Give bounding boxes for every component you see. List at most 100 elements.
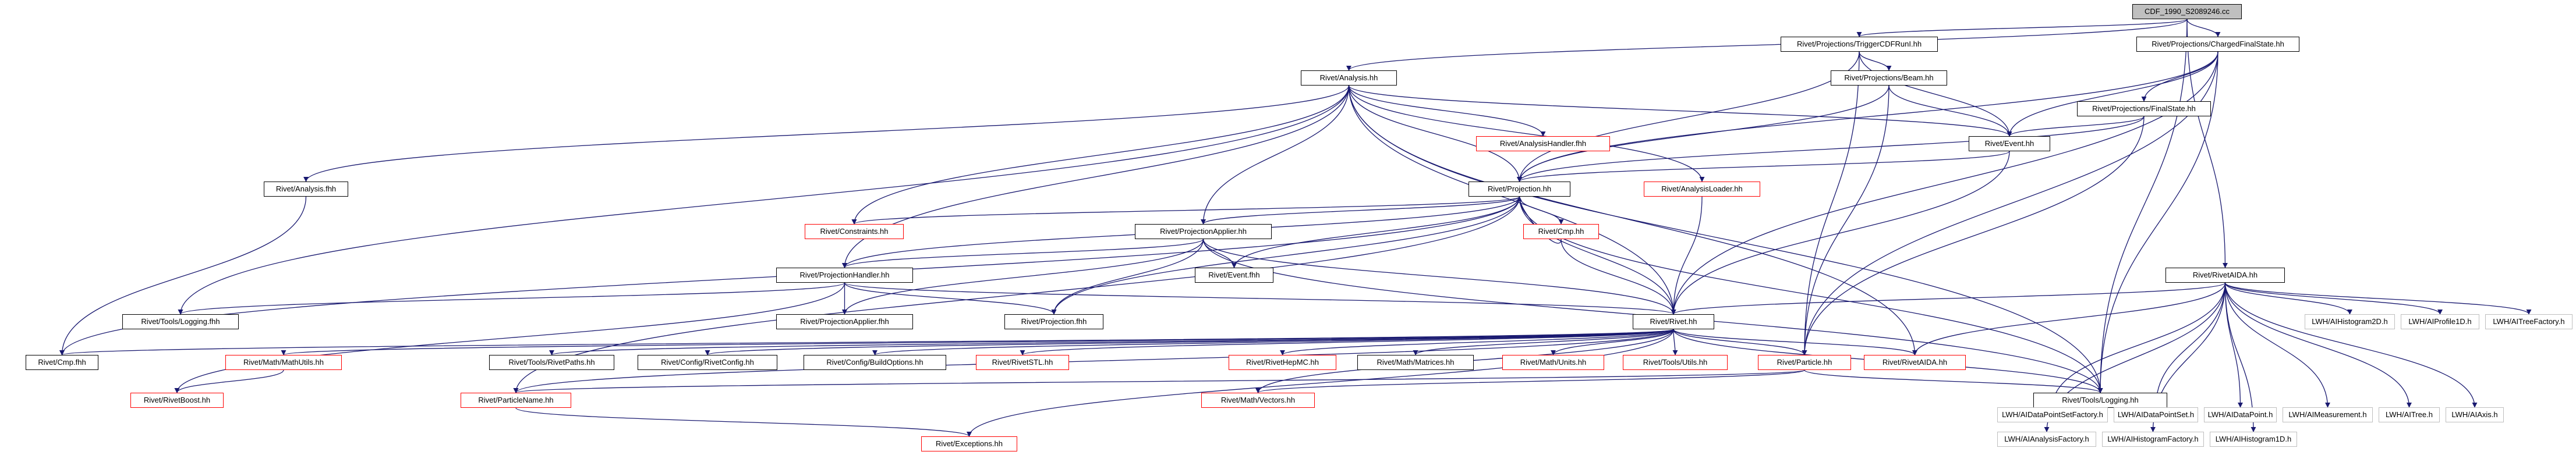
node-riveboost[interactable]: Rivet/RivetBoost.hh [130, 393, 224, 408]
node-exceptions[interactable]: Rivet/Exceptions.hh [921, 436, 1017, 451]
edge-trigger-to-beam [1859, 51, 1892, 71]
node-toolslogfhh[interactable]: Rivet/Tools/Logging.fhh [122, 314, 239, 329]
node-finalstate[interactable]: Rivet/Projections/FinalState.hh [2077, 101, 2211, 116]
node-aloader[interactable]: Rivet/AnalysisLoader.hh [1644, 182, 1760, 197]
node-matrices[interactable]: Rivet/Math/Matrices.hh [1357, 355, 1474, 370]
edge-rivetaidacc-to-lwh_treefactory [2224, 282, 2532, 315]
edge-particle-to-vectors [1255, 369, 1805, 393]
node-lwh-treefactory[interactable]: LWH/AITreeFactory.h [2485, 314, 2573, 329]
edge-analysis-to-rivet [1348, 85, 1676, 315]
node-rivet[interactable]: Rivet/Rivet.hh [1633, 314, 1714, 329]
node-lwh-dpsfactory[interactable]: LWH/AIDataPointSetFactory.h [1997, 407, 2108, 422]
edge-root-to-trigger [1856, 19, 2188, 37]
node-rivetpaths[interactable]: Rivet/Tools/RivetPaths.hh [489, 355, 614, 370]
node-chfs[interactable]: Rivet/Projections/ChargedFinalState.hh [2136, 37, 2299, 52]
node-mathutils[interactable]: Rivet/Math/MathUtils.hh [225, 355, 342, 370]
node-constraints[interactable]: Rivet/Constraints.hh [805, 224, 904, 239]
edge-analysis-to-event [1348, 85, 2012, 137]
node-rivetconfig[interactable]: Rivet/Config/RivetConfig.hh [638, 355, 777, 370]
edge-papplier-to-projfhh [1051, 239, 1204, 315]
node-phandler[interactable]: Rivet/ProjectionHandler.hh [776, 268, 913, 283]
node-toolsutils[interactable]: Rivet/Tools/Utils.hh [1623, 355, 1728, 370]
edge-rivetaidacc-to-lwh_h1d [2224, 282, 2256, 432]
edge-rivetaidacc-to-lwh_dps [2153, 282, 2226, 408]
edge-projection-to-papplier [1201, 196, 1520, 225]
node-lwh-dps[interactable]: LWH/AIDataPointSet.h [2114, 407, 2198, 422]
edge-finalstate-to-particle [1802, 116, 2145, 355]
node-lwh-dp[interactable]: LWH/AIDataPoint.h [2204, 407, 2277, 422]
node-rivetstl[interactable]: Rivet/RivetSTL.hh [976, 355, 1069, 370]
edge-analysis-to-ahandlerfhh [1348, 85, 1546, 137]
node-trigger[interactable]: Rivet/Projections/TriggerCDFRunI.hh [1781, 37, 1938, 52]
edge-analysis-to-projection [1348, 85, 1523, 182]
edge-papplier-to-pappfhh [842, 239, 1204, 315]
node-event[interactable]: Rivet/Event.hh [1969, 136, 2050, 151]
edge-rivet-to-particle [1673, 329, 1807, 355]
node-rivetaidahh[interactable]: Rivet/RivetAIDA.hh [1864, 355, 1966, 370]
edge-finalstate-to-projection [1517, 116, 2145, 182]
edge-projection-to-constraints [851, 196, 1520, 225]
node-units[interactable]: Rivet/Math/Units.hh [1502, 355, 1604, 370]
node-lwh-p1d[interactable]: LWH/AIProfile1D.h [2401, 314, 2479, 329]
edge-root-to-rivetaidacc [2186, 19, 2228, 268]
node-cmp[interactable]: Rivet/Cmp.hh [1523, 224, 1599, 239]
node-cmpfhh[interactable]: Rivet/Cmp.fhh [26, 355, 98, 370]
node-buildopts[interactable]: Rivet/Config/BuildOptions.hh [804, 355, 946, 370]
node-rivethepmc[interactable]: Rivet/RivetHepMC.hh [1229, 355, 1336, 370]
node-lwh-afactory[interactable]: LWH/AIAnalysisFactory.h [1997, 432, 2096, 447]
node-lwh-tree[interactable]: LWH/AITree.h [2379, 407, 2440, 422]
edge-phandler-to-riveboost [174, 282, 845, 393]
node-beam[interactable]: Rivet/Projections/Beam.hh [1831, 70, 1947, 86]
node-analysisfhh[interactable]: Rivet/Analysis.fhh [264, 182, 348, 197]
edge-rivetaidacc-to-lwh_meas [2224, 282, 2331, 408]
node-projfhh[interactable]: Rivet/Projection.fhh [1004, 314, 1103, 329]
edge-root-to-logging [2097, 19, 2188, 393]
edge-rivetaidacc-to-lwh_dpsfactory [2050, 282, 2226, 408]
edge-analysisfhh-to-cmpfhh [59, 196, 307, 355]
node-rivetaidacc[interactable]: Rivet/RivetAIDA.hh [2165, 268, 2285, 283]
node-lwh-hfactory[interactable]: LWH/AIHistogramFactory.h [2102, 432, 2204, 447]
edge-cmp-to-rivet [1561, 239, 1676, 315]
edge-rivet-to-rivetconfig [705, 329, 1674, 355]
edge-rivet-to-buildopts [872, 329, 1674, 355]
node-particle[interactable]: Rivet/Particle.hh [1758, 355, 1851, 370]
node-projection[interactable]: Rivet/Projection.hh [1469, 182, 1570, 197]
edge-rivet-to-rivetpaths [549, 329, 1674, 355]
edge-rivet-to-exceptions [967, 329, 1674, 437]
edge-rivetaidacc-to-rivet [1671, 282, 2226, 315]
edge-analysis-to-papplier [1200, 85, 1350, 225]
edge-projection-to-particlename [513, 196, 1520, 393]
edge-phandler-to-projfhh [844, 282, 1057, 315]
edge-projection-to-rivet [1519, 196, 1676, 315]
edge-papplier-to-phandler [842, 239, 1204, 268]
node-root[interactable]: CDF_1990_S2089246.cc [2132, 4, 2242, 19]
edge-rivetaidacc-to-lwh_tree [2224, 282, 2412, 408]
edge-analysis-to-aloader [1348, 85, 1705, 182]
edge-analysis-to-analysisfhh [303, 85, 1350, 182]
node-logging[interactable]: Rivet/Tools/Logging.hh [2033, 393, 2167, 408]
node-lwh-meas[interactable]: LWH/AIMeasurement.h [2283, 407, 2373, 422]
node-lwh-h1d[interactable]: LWH/AIHistogram1D.h [2210, 432, 2297, 447]
edge-chfs-to-particle [1802, 51, 2218, 355]
edge-particle-to-particlename [514, 369, 1805, 393]
node-ahandlerfhh[interactable]: Rivet/AnalysisHandler.fhh [1476, 136, 1610, 151]
node-analysis[interactable]: Rivet/Analysis.hh [1301, 70, 1397, 86]
edge-mathutils-to-riveboost [174, 369, 284, 393]
node-eventfhh[interactable]: Rivet/Event.fhh [1195, 268, 1273, 283]
node-lwh-axis[interactable]: LWH/AIAxis.h [2446, 407, 2504, 422]
edge-analysis-to-constraints [851, 85, 1350, 225]
edge-rivetaidacc-to-lwh_p1d [2224, 282, 2443, 315]
edge-particlename-to-exceptions [515, 407, 972, 437]
node-papplier[interactable]: Rivet/ProjectionApplier.hh [1135, 224, 1272, 239]
edge-projection-to-eventfhh [1232, 196, 1520, 268]
edge-phandler-to-rivet [844, 282, 1676, 315]
node-pappfhh[interactable]: Rivet/ProjectionApplier.fhh [776, 314, 913, 329]
node-vectors[interactable]: Rivet/Math/Vectors.hh [1201, 393, 1315, 408]
edge-beam-to-particle [1802, 85, 1889, 355]
edge-root-to-analysis [1346, 19, 2188, 71]
edge-rivet-to-rivetaidahh [1673, 329, 1917, 355]
node-lwh-h2d[interactable]: LWH/AIHistogram2D.h [2305, 314, 2395, 329]
node-particlename[interactable]: Rivet/ParticleName.hh [461, 393, 571, 408]
edge-root-to-chfs [2186, 19, 2221, 37]
